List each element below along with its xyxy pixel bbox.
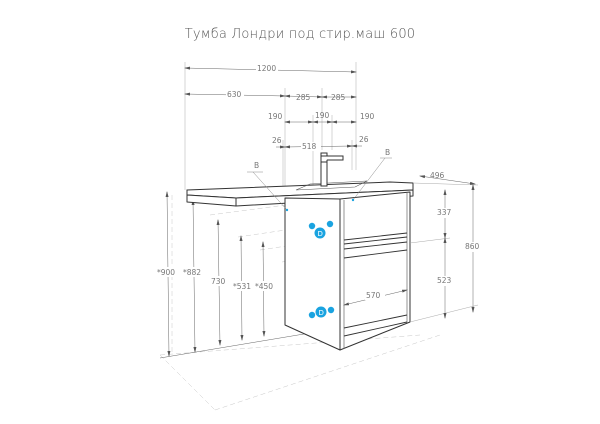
upper-drawer (343, 232, 408, 250)
dim-left-overhang: 630 (227, 90, 242, 99)
dim-total-height: 860 (465, 242, 480, 251)
dim-lower-drawer-height: 523 (437, 276, 452, 285)
cabinet (284, 191, 411, 351)
sink-basin (295, 180, 368, 191)
anchor-point-left (285, 208, 289, 212)
dim-hole-center: 190 (315, 111, 330, 120)
dim-hole-right: 190 (360, 112, 375, 121)
dim-upper-drawer-height: 337 (437, 208, 452, 217)
extension-lines (184, 62, 357, 190)
dim-hole-left: 190 (268, 112, 283, 121)
lower-drawer (343, 249, 408, 337)
right-extension-lines (409, 182, 479, 323)
dim-height-450: *450 (255, 282, 273, 291)
dim-edge-right: 26 (359, 135, 369, 144)
callout-b-left: B (254, 161, 259, 170)
dim-height-531: *531 (233, 282, 251, 291)
faucet-icon (320, 152, 344, 187)
dim-edge-left: 26 (272, 136, 282, 145)
anchor-point-right (351, 198, 355, 202)
connection-marker-upper: D (308, 220, 334, 239)
dim-sink-half-right: 285 (331, 93, 346, 102)
dim-height-730: 730 (211, 277, 226, 286)
dim-inner-width: 570 (366, 291, 381, 300)
callout-lines (247, 157, 392, 211)
marker-upper-label: D (318, 230, 323, 238)
callout-b-right: B (385, 148, 390, 157)
inner-width-dimension: 570 (343, 289, 408, 306)
drawing-title: Тумба Лондри под стир.маш 600 (184, 27, 416, 42)
connection-marker-lower: D (308, 306, 335, 319)
dim-height-882: *882 (183, 268, 201, 277)
dim-depth: 496 (430, 171, 445, 180)
dim-sink-half-left: 285 (296, 93, 311, 102)
dim-overall-width: 1200 (257, 64, 276, 73)
dim-height-900: *900 (157, 268, 175, 277)
marker-lower-label: D (319, 309, 324, 317)
dim-sink-width: 518 (302, 142, 317, 151)
